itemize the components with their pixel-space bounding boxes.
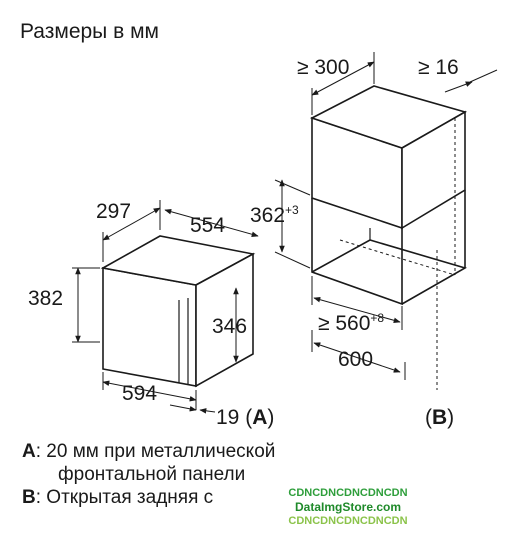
niche-hidden-lines: [339, 118, 456, 390]
note-b: B: Открытая задняя с: [22, 487, 214, 508]
note-a: A: 20 мм при металлической: [22, 441, 276, 462]
dim-niche-width-560: ≥ 560+8: [318, 311, 384, 335]
dim-width-594: 594: [122, 382, 157, 405]
niche-variant-label: (B): [425, 406, 454, 429]
microwave-dimension-lines: [72, 200, 259, 414]
dim-width-554: 554: [190, 214, 225, 237]
microwave-drawing: [100, 235, 256, 388]
watermark: CDNCDNCDNCDNCDN DataImgStore.com CDNCDNC…: [288, 487, 408, 527]
note-a-continued: фронтальной панели: [58, 464, 246, 485]
dim-door-346: 346: [212, 315, 247, 338]
niche-drawing: [309, 85, 468, 306]
dim-niche-depth-600: 600: [338, 348, 373, 371]
dim-niche-depth-300: ≥ 300: [297, 56, 349, 79]
drawing-title: Размеры в мм: [20, 20, 159, 43]
dim-depth-297: 297: [96, 200, 131, 223]
dim-niche-height-362: 362+3: [250, 203, 299, 227]
dim-height-382: 382: [28, 287, 63, 310]
dim-offset-19: 19 (A): [216, 406, 274, 429]
niche-dimension-lines: [274, 52, 498, 380]
dim-niche-gap-16: ≥ 16: [418, 56, 459, 79]
